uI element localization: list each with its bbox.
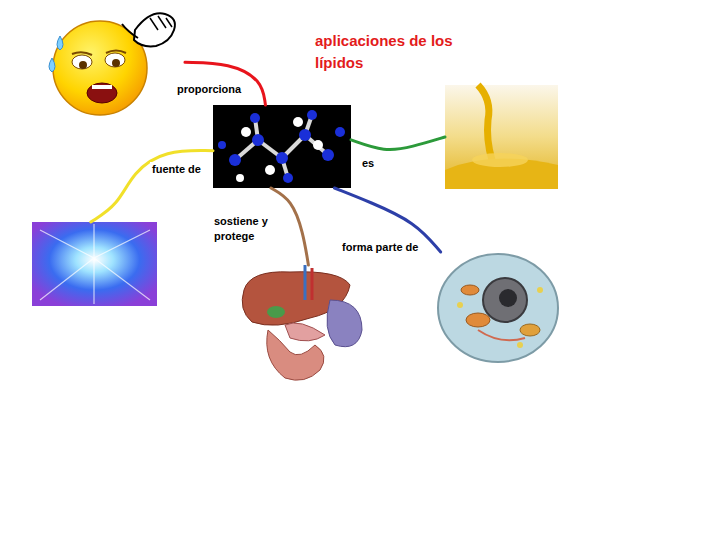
- cell-picture: [438, 254, 558, 362]
- oil-node: [445, 85, 558, 189]
- energy-node: [32, 222, 157, 306]
- emoji-node: [45, 3, 185, 115]
- cell-node: [437, 252, 560, 367]
- edge-label: sostiene y protege: [212, 214, 286, 244]
- edge-label: es: [360, 156, 376, 171]
- edge-label: proporciona: [175, 82, 243, 97]
- molecule-node: [213, 105, 351, 188]
- edge-label: fuente de: [150, 162, 203, 177]
- organs-node: [238, 265, 366, 385]
- oil-picture: [445, 85, 558, 189]
- organs-picture: [242, 265, 362, 380]
- connector-line: [351, 137, 445, 150]
- lipid-molecule: [213, 105, 351, 188]
- diagram-title: aplicaciones de los lípidos: [315, 30, 490, 74]
- connector-line: [91, 150, 213, 222]
- energy-picture: [32, 222, 157, 306]
- sweating-emoji: [49, 13, 175, 115]
- edge-label: forma parte de: [340, 240, 420, 255]
